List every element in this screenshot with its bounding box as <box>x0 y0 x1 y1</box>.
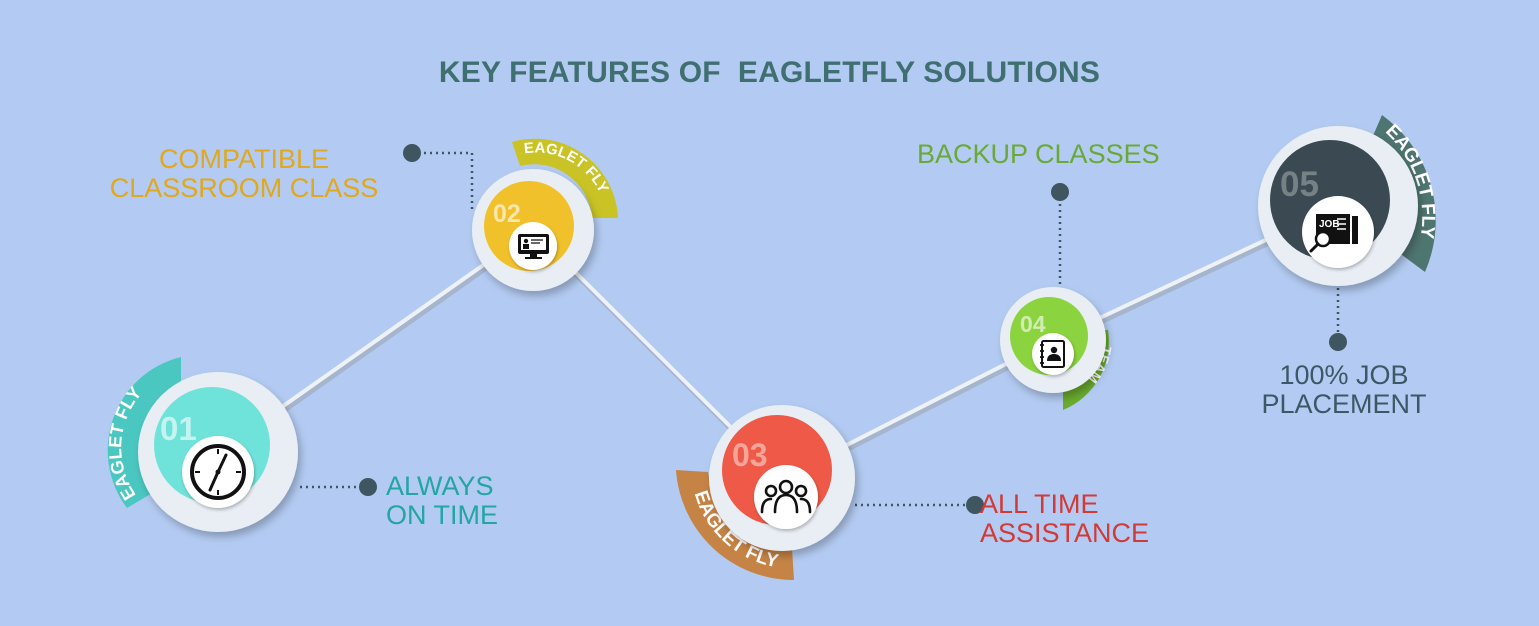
callout-dot-01 <box>359 478 377 496</box>
callout-dot-04 <box>1051 183 1069 201</box>
feature-label-04: BACKUP CLASSES <box>917 139 1160 169</box>
feature-node-02: 02 <box>472 169 594 291</box>
presentation-monitor-icon <box>518 234 549 259</box>
callout-line-02 <box>412 151 474 212</box>
feature-number-03: 03 <box>732 437 768 473</box>
feature-node-03: 03 <box>709 405 855 551</box>
feature-number-05: 05 <box>1280 165 1319 204</box>
svg-text:JOB: JOB <box>1319 219 1340 230</box>
feature-node-01: 01 <box>138 372 298 532</box>
callout-dots <box>359 144 1347 514</box>
callout-dot-02 <box>403 144 421 162</box>
page-title: KEY FEATURES OF EAGLETFLY SOLUTIONS <box>438 56 1101 89</box>
feature-number-04: 04 <box>1020 311 1046 337</box>
ribbon-02 <box>512 138 618 218</box>
contact-book-icon <box>1040 340 1065 368</box>
feature-node-05: 05 JOB <box>1258 126 1418 286</box>
job-search-icon: JOB <box>1309 214 1358 253</box>
feature-node-04: 04 <box>1000 287 1106 393</box>
feature-number-01: 01 <box>160 410 197 447</box>
team-people-icon <box>760 479 812 514</box>
callout-connectors <box>300 151 1340 507</box>
callout-dot-03 <box>966 496 984 514</box>
feature-number-02: 02 <box>493 200 521 228</box>
callout-dot-05 <box>1329 333 1347 351</box>
clock-icon <box>190 444 246 500</box>
